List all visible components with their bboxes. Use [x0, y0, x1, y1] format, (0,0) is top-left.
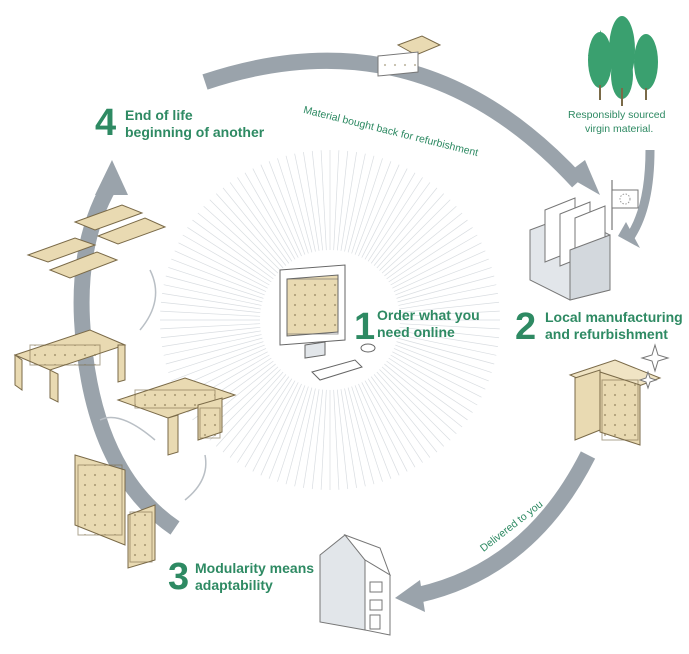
- step-4-line2: beginning of another: [125, 124, 265, 140]
- sunburst-rays: [160, 150, 500, 490]
- house-icon: [319, 533, 391, 636]
- panel-stack-icon: [377, 35, 442, 77]
- sparkle-icon: [638, 343, 670, 390]
- factory-icon: [529, 197, 611, 301]
- tree-icon: [588, 16, 658, 106]
- arrow-right-bottom: [416, 451, 596, 603]
- desk-modular-a: [13, 329, 127, 403]
- step-3-line2: adaptability: [195, 577, 273, 593]
- arrow-top: [202, 52, 584, 188]
- step-1-line2: need online: [377, 324, 455, 340]
- step-3-line1: Modularity means: [195, 560, 315, 576]
- desk-modular-b: [116, 377, 237, 456]
- panels-end-of-life: [26, 204, 167, 279]
- screens-modular: [74, 454, 156, 569]
- computer-icon: [279, 264, 376, 381]
- step-2-line2: and refurbishment: [545, 326, 668, 342]
- arrow-heads: [95, 160, 640, 612]
- thin-arrows: [99, 269, 207, 501]
- desk-refurbished: [568, 359, 662, 446]
- step-2-number: 2: [515, 306, 537, 348]
- step-1-number: 1: [354, 306, 376, 348]
- sourced-annotation-line2: virgin material.: [585, 123, 654, 135]
- step-2-line1: Local manufacturing: [545, 309, 683, 325]
- eu-flag-icon: [611, 180, 639, 230]
- sourced-annotation-line1: Responsibly sourced: [568, 109, 666, 121]
- step-3-number: 3: [168, 556, 190, 598]
- step-4-line1: End of life: [125, 107, 193, 123]
- step-1-line1: Order what you: [377, 307, 480, 323]
- step-4-number: 4: [95, 102, 117, 144]
